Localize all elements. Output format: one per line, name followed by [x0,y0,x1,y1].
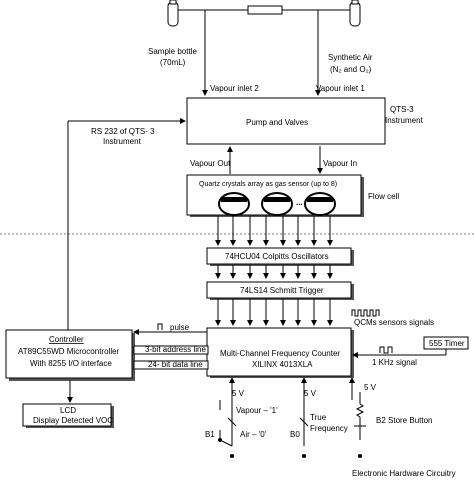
volt-b1-label: 5 V [232,389,245,398]
sensor-array-label: Quartz crystals array as gas sensor (up … [199,181,337,188]
synthetic-air-label-2: (N₂ and O₂) [330,65,372,74]
vapour-inlet-2-label: Vapour inlet 2 [210,84,259,93]
lcd-label-1: LCD [60,406,76,415]
oscillators-label: 74HCU04 Colpitts Oscillators [225,252,329,261]
address-line-label: 3-bit address line [145,345,206,354]
rs232-label-2: Instrument [103,137,142,146]
clock-wave-icon [379,346,393,354]
controller-label-2: AT89C55WD Microcontroller [18,347,120,356]
b2-store-button-label: B2 Store Button [376,416,432,425]
timer-555-label: 555 Timer [429,339,465,348]
frequency-counter-box [206,327,352,377]
vapour-inlet-1-label: Vapour inlet 1 [316,84,365,93]
pulse-icon [157,323,163,330]
pump-valves-box [186,97,386,145]
schmitt-trigger-box [206,281,352,299]
trigger-to-counter-arrows [215,299,333,326]
volt-b2-label: 5 V [364,383,377,392]
crystal-to-oscillator-arrows [215,216,333,246]
flow-cell-label: Flow cell [368,192,399,201]
electronic-hardware-label: Electronic Hardware Circuitry [352,469,456,478]
controller-label-3: With 8255 I/O interface [30,359,112,368]
controller-box [5,329,133,379]
synthetic-air-bottle-icon [349,0,361,27]
address-bus [133,345,209,355]
counter-label-1: Multi-Channel Frequency Counter [220,349,340,358]
vapour-1-label: Vapour – '1' [236,406,278,415]
vapour-in-label: Vapour In [323,159,357,168]
air-0-label: Air – '0' [240,430,267,439]
b0-switch-icon[interactable] [299,417,309,427]
oscillator-to-trigger-arrows [215,265,333,279]
flow-meter-icon [247,5,283,15]
khz-signal-label: 1 KHz signal [372,358,417,367]
oscillators-box [206,247,352,265]
lcd-label-2: Display Detected VOC [33,416,113,425]
sample-bottle-icon [167,0,179,27]
square-wave-icon [351,309,380,317]
rs232-label-1: RS 232 of QTS- 3 [91,127,155,136]
qts-label-1: QTS-3 [390,105,414,114]
quartz-crystal-icon [218,192,250,216]
controller-label-1: Controller [49,335,84,344]
b1-switch-icon[interactable] [227,417,237,427]
volt-b0-label: 5 V [304,389,317,398]
quartz-crystal-icon [261,192,293,216]
resistor-icon [355,403,365,418]
true-freq-label-2: Frequency [310,424,348,433]
synthetic-air-label-1: Synthetic Air [328,53,373,62]
b1-label: B1 [205,430,215,439]
counter-label-2: XILINX 4013XLA [252,360,313,369]
vapour-out-label: Vapour Out [190,159,231,168]
schmitt-trigger-label: 74LS14 Schmitt Trigger [240,286,324,295]
quartz-crystal-icon [304,192,336,216]
qcm-signals-label: QCMs sensors signals [354,318,434,327]
pump-valves-label: Pump and Valves [246,118,308,127]
sample-bottle-label-2: (70mL) [160,58,186,67]
pulse-label: pulse [170,323,190,332]
true-freq-label-1: True [310,413,327,422]
sample-bottle-label-1: Sample bottle [148,47,197,56]
data-line-label: 24- bit data line [148,360,203,369]
b2-store-button-icon[interactable] [354,425,366,432]
crystal-ellipsis: ... [296,198,303,207]
lcd-box [22,403,112,427]
data-bus [133,360,209,370]
qts-label-2: Instrument [385,116,424,125]
b0-label: B0 [290,430,300,439]
